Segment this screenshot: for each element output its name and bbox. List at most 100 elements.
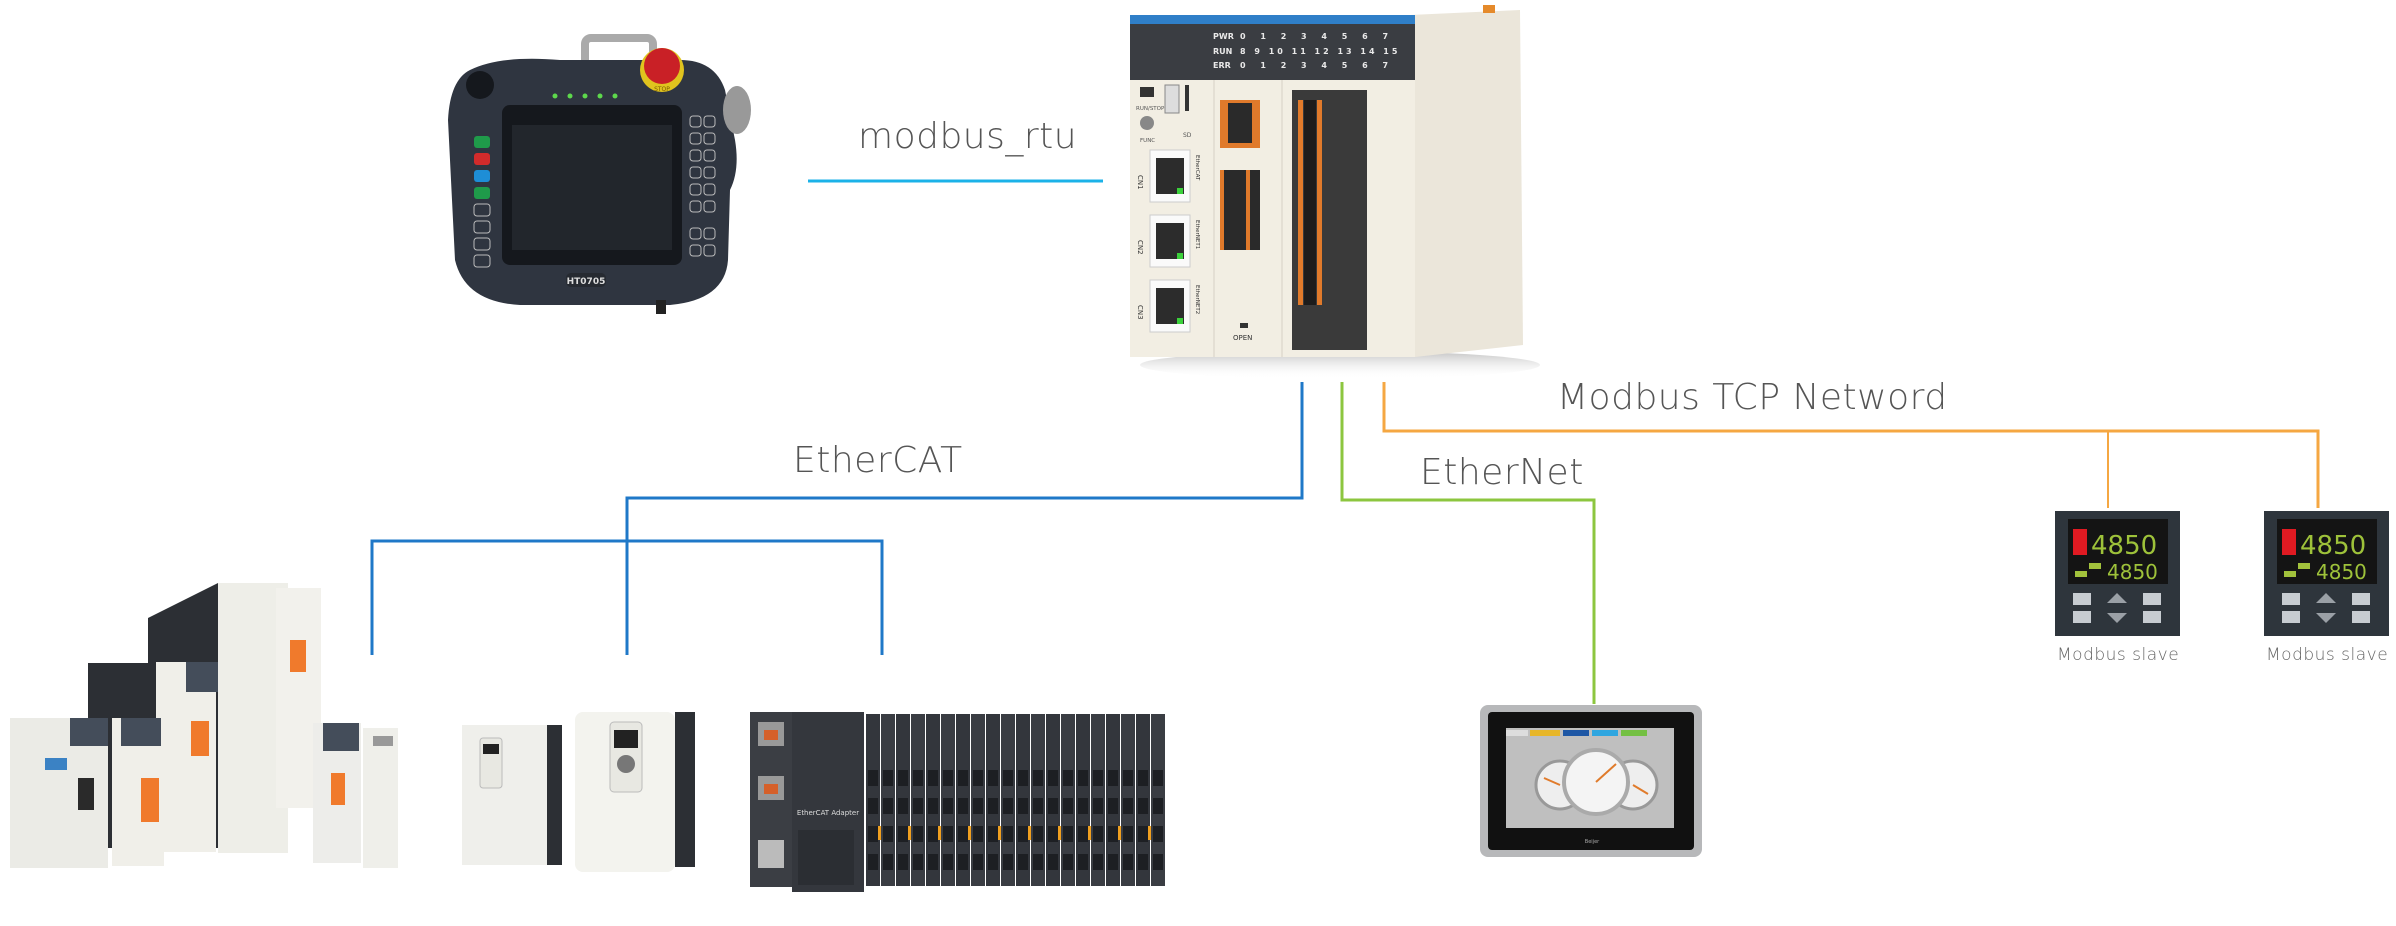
io-terminal-block (1078, 854, 1088, 870)
io-release-tab (1088, 826, 1091, 840)
svg-text:PWR: PWR (1213, 32, 1234, 41)
io-terminal-block (1078, 826, 1088, 842)
io-terminal-block (1093, 770, 1103, 786)
svg-text:0 1 2 3 4 5 6 7: 0 1 2 3 4 5 6 7 (1240, 32, 1394, 41)
io-terminal-block (1078, 798, 1088, 814)
serial-terminal (1220, 170, 1260, 250)
ethernet-line (1340, 382, 1596, 704)
io-terminal-block (1108, 854, 1118, 870)
io-release-tab (908, 826, 911, 840)
io-release-tab (878, 826, 881, 840)
svg-text:CN3: CN3 (1136, 305, 1144, 320)
io-terminal-block (1003, 770, 1013, 786)
io-terminal-block (1063, 826, 1073, 842)
io-release-tab (938, 826, 941, 840)
status-led-panel: PWR RUN ERR 0 1 2 3 4 5 6 7 8 9 10 11 12… (1213, 32, 1400, 70)
sd-label: SD (1183, 132, 1192, 139)
io-terminal-block (1078, 770, 1088, 786)
io-terminal-block (1048, 826, 1058, 842)
modbus-rtu-label: modbus_rtu (858, 116, 1078, 157)
io-terminal-block (1138, 770, 1148, 786)
io-terminal-block (868, 826, 878, 842)
io-terminal-block (1108, 826, 1118, 842)
io-terminal-block (913, 854, 923, 870)
modbus-tcp-line (1382, 382, 2320, 508)
io-terminal-block (1033, 798, 1043, 814)
io-terminal-block (883, 798, 893, 814)
io-terminal-block (868, 798, 878, 814)
io-terminal-block (1138, 826, 1148, 842)
io-terminal-block (1093, 826, 1103, 842)
open-label: OPEN (1233, 334, 1252, 342)
io-terminal-block (943, 826, 953, 842)
io-release-tab (1028, 826, 1031, 840)
pendant-model-label: HT0705 (567, 277, 606, 287)
io-terminal-block (913, 770, 923, 786)
io-terminal-block (1063, 798, 1073, 814)
io-terminal-block (1153, 770, 1163, 786)
io-terminal-block (943, 770, 953, 786)
io-terminal-block (883, 854, 893, 870)
modbus-slave-1-caption: Modbus slave (2057, 645, 2180, 665)
io-terminal-block (1018, 798, 1028, 814)
io-terminal-block (898, 826, 908, 842)
io-terminal-block (943, 798, 953, 814)
io-terminal-block (1018, 826, 1028, 842)
hmi-brand-label: Beijer (1585, 839, 1600, 845)
io-terminal-block (898, 770, 908, 786)
io-terminal-block (1048, 770, 1058, 786)
io-terminal-block (1153, 826, 1163, 842)
io-terminal-block (1138, 854, 1148, 870)
run-stop-label: RUN/STOP (1136, 106, 1165, 112)
io-terminal-block (1063, 770, 1073, 786)
io-terminal-block (988, 826, 998, 842)
io-terminal-block (883, 826, 893, 842)
io-adapter-label: EtherCAT Adapter (797, 809, 859, 817)
io-terminal-block (973, 826, 983, 842)
io-terminal (1292, 90, 1367, 350)
io-terminal-block (928, 826, 938, 842)
io-terminal-block (883, 770, 893, 786)
svg-text:EtherNET2: EtherNET2 (1194, 285, 1200, 314)
io-terminal-block (913, 826, 923, 842)
main-controller: PWR RUN ERR 0 1 2 3 4 5 6 7 8 9 10 11 12… (1130, 5, 1540, 379)
ethercat-io-modules: EtherCAT Adapter (750, 712, 1165, 892)
io-terminal-block (973, 854, 983, 870)
estop-label: STOP (654, 86, 670, 93)
io-terminal-block (1033, 770, 1043, 786)
io-terminal-block (1003, 854, 1013, 870)
io-terminal-block (1003, 798, 1013, 814)
io-terminal-block (1123, 826, 1133, 842)
io-terminal-block (1018, 854, 1028, 870)
io-terminal-block (928, 798, 938, 814)
io-terminal-block (1123, 770, 1133, 786)
svg-text:4850: 4850 (2091, 531, 2157, 561)
ethercat-trunk-line (625, 382, 1304, 655)
vfd-inverters (462, 712, 695, 872)
modbus-tcp-label: Modbus TCP Netword (1557, 377, 1948, 418)
io-terminal-block (1093, 798, 1103, 814)
power-terminal (1220, 100, 1260, 148)
ethernet-label: EtherNet (1420, 452, 1584, 493)
io-terminal-block (1153, 854, 1163, 870)
svg-text:EtherCAT: EtherCAT (1194, 155, 1200, 181)
io-release-tab (1058, 826, 1061, 840)
svg-text:4850: 4850 (2107, 560, 2158, 584)
svg-text:8 9 10 11 12 13 14 15: 8 9 10 11 12 13 14 15 (1240, 47, 1400, 56)
io-terminal-block (1048, 798, 1058, 814)
io-terminal-block (988, 770, 998, 786)
io-terminal-block (1093, 854, 1103, 870)
modbus-slave-1: 4850 4850 (2055, 511, 2180, 636)
teach-pendant: STOP HT0705 (448, 34, 751, 314)
io-terminal-block (868, 770, 878, 786)
io-terminal-block (1063, 854, 1073, 870)
pendant-right-keys (689, 115, 716, 257)
io-terminal-block (958, 798, 968, 814)
ethercat-label: EtherCAT (793, 440, 963, 481)
io-terminal-block (958, 826, 968, 842)
io-terminal-block (898, 798, 908, 814)
svg-text:4850: 4850 (2300, 531, 2366, 561)
io-release-tab (968, 826, 971, 840)
io-terminal-block (1153, 798, 1163, 814)
